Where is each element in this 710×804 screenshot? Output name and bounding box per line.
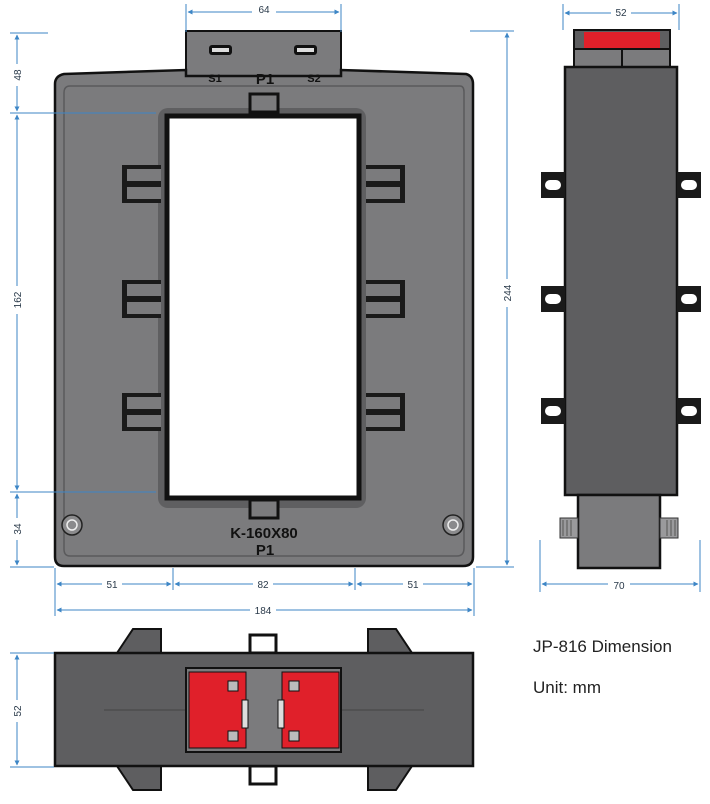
side-clip-left-2: [541, 286, 565, 312]
clip-left-2: [117, 280, 161, 318]
label-p1-bottom: P1: [256, 542, 274, 559]
p1-slot-top: [248, 92, 280, 114]
drawing-title: JP-816 Dimension: [533, 637, 672, 656]
terminal-tab: [185, 30, 342, 77]
dim-side-top: 52: [615, 8, 627, 19]
bottom-view: [53, 628, 475, 791]
side-clip-left-3: [541, 398, 565, 424]
screw-right-icon: [442, 514, 464, 536]
dim-bottom-left: 51: [106, 580, 118, 591]
dim-left-middle: 162: [13, 291, 24, 308]
p1-slot-bottom: [248, 498, 280, 520]
dim-bottom-center: 82: [257, 580, 269, 591]
dim-total-width: 184: [255, 606, 272, 617]
clip-left-1: [117, 165, 161, 203]
clip-right-1: [366, 165, 410, 203]
clip-left-3: [117, 393, 161, 431]
front-view: S1 S2 P1 K-160X80 P1: [53, 30, 475, 568]
side-view: [541, 29, 701, 570]
label-s2: S2: [307, 73, 320, 85]
side-clip-left-1: [541, 172, 565, 198]
ct-body-side: [563, 65, 679, 497]
label-p1-top: P1: [256, 71, 274, 88]
side-clip-right-2: [677, 286, 701, 312]
unit-label: Unit: mm: [533, 678, 601, 697]
window-opening: [164, 113, 362, 501]
dim-bottom-right: 51: [407, 580, 419, 591]
side-clip-right-1: [677, 172, 701, 198]
clip-right-3: [366, 393, 410, 431]
dim-right-height: 244: [503, 284, 514, 301]
dim-left-bottom: 34: [13, 523, 24, 535]
dim-bottom-view-height: 52: [13, 705, 24, 717]
label-s1: S1: [208, 73, 221, 85]
terminal-red-top: [584, 32, 660, 50]
dim-side-bottom: 70: [613, 581, 625, 592]
side-bottom-block: [576, 493, 662, 570]
clip-right-2: [366, 280, 410, 318]
label-model: K-160X80: [230, 525, 298, 542]
dim-top-width: 64: [258, 5, 270, 16]
screw-left-icon: [61, 514, 83, 536]
side-clip-right-3: [677, 398, 701, 424]
dim-left-top: 48: [13, 69, 24, 81]
